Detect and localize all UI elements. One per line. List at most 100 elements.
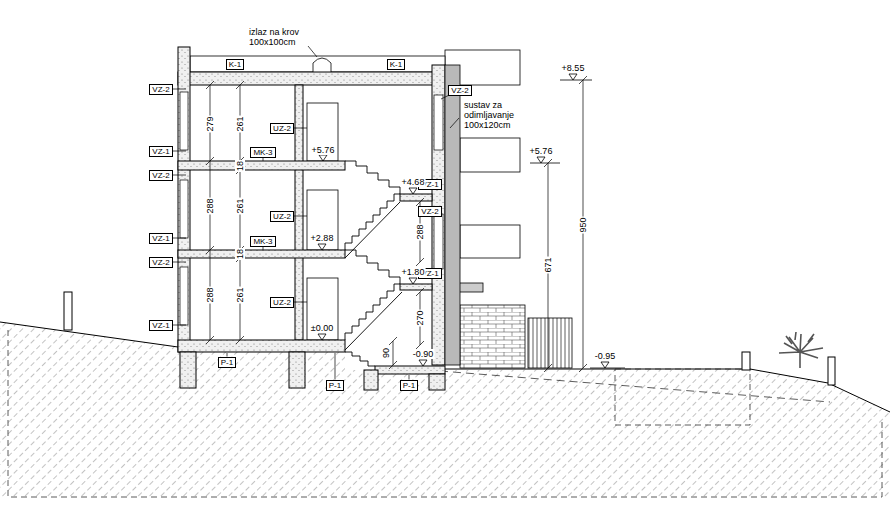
window <box>434 214 443 269</box>
note-label: sustav za odimljavanje 100x120cm <box>463 100 527 130</box>
door <box>307 278 338 340</box>
gate <box>528 318 572 368</box>
tag-box: P-1 <box>326 380 344 391</box>
tag-box: UZ-2 <box>270 211 294 222</box>
tag-text: MK-3 <box>253 148 272 157</box>
stair-flight <box>345 194 400 258</box>
foundation <box>180 352 196 388</box>
foundation <box>429 374 445 390</box>
palm-plant <box>779 332 823 368</box>
leader-line <box>335 353 336 380</box>
tag-box: VZ-2 <box>149 84 172 95</box>
level-text: +1.80 <box>401 267 426 277</box>
leader-line <box>294 216 307 217</box>
dimension-text: 288 <box>205 286 215 303</box>
tag-text: UZ-2 <box>273 124 291 133</box>
tag-box: UZ-2 <box>270 123 294 134</box>
leader-line <box>308 46 459 128</box>
level-marker <box>318 74 625 368</box>
tag-text: VZ-1 <box>152 147 169 156</box>
dimension-line <box>236 81 244 344</box>
dimension-text: 261 <box>235 197 245 214</box>
floor-slab <box>375 366 445 374</box>
door <box>307 103 338 161</box>
tag-text: P-1 <box>403 381 415 390</box>
window <box>434 95 443 150</box>
leader-line <box>441 96 448 100</box>
outer-wall <box>178 47 190 352</box>
tag-text: UZ-2 <box>273 212 291 221</box>
landing-slab <box>400 284 432 290</box>
note-label: izlaz na krov 100x100cm <box>248 27 320 47</box>
tag-box: MK-3 <box>250 147 275 158</box>
dimension-line <box>206 81 214 344</box>
dimension-text: 288 <box>415 223 425 240</box>
tag-text: K-1 <box>229 60 241 69</box>
underground-tank <box>615 369 750 425</box>
stair-flight <box>345 352 375 366</box>
roof-attic <box>190 56 445 72</box>
tag-box: MK-3 <box>250 236 275 247</box>
roof-hatch <box>313 58 331 72</box>
leader-line <box>294 302 307 303</box>
dimension-text: 671 <box>543 256 553 273</box>
tag-text: UZ-2 <box>273 298 291 307</box>
leader-line <box>173 151 186 152</box>
leader-line <box>263 247 264 251</box>
door <box>307 190 338 250</box>
leader-line <box>173 89 186 90</box>
leader-line <box>173 262 186 263</box>
tag-box: P-1 <box>400 380 418 391</box>
tag-text: VZ-2 <box>152 258 169 267</box>
dimension-text: 18 <box>235 160 245 172</box>
tag-text: VZ-1 <box>152 234 169 243</box>
tag-box: K-1 <box>226 59 244 70</box>
balcony-volume <box>460 138 520 172</box>
tag-box: UZ-2 <box>270 297 294 308</box>
leader-line <box>173 238 186 239</box>
tag-box: VZ-2 <box>149 257 172 268</box>
level-text: +5.76 <box>529 146 554 156</box>
level-text: ±0.00 <box>310 323 334 333</box>
stair-flight <box>345 250 400 284</box>
original-terrain <box>440 371 830 402</box>
tag-text: K-1 <box>390 60 402 69</box>
tag-box: P-1 <box>218 357 236 368</box>
tag-text: P-1 <box>329 381 341 390</box>
leader-line <box>173 175 186 176</box>
tag-text: VZ-1 <box>152 321 169 330</box>
dimension-text: 18 <box>235 248 245 260</box>
level-text: +8.55 <box>561 63 586 73</box>
level-text: -0.95 <box>594 351 617 361</box>
tag-text: VZ-2 <box>451 86 468 95</box>
tag-box: VZ-1 <box>149 233 172 244</box>
tag-text: MK-3 <box>253 237 272 246</box>
tag-text: P-1 <box>221 358 233 367</box>
dimension-text: 950 <box>578 216 588 233</box>
level-text: -0.90 <box>412 349 435 359</box>
balcony-volume <box>460 225 520 258</box>
floor-slab <box>178 161 345 170</box>
stone-wall <box>460 305 525 368</box>
window <box>180 180 188 238</box>
foundation <box>364 370 378 390</box>
foundation <box>289 352 305 388</box>
tag-box: VZ-1 <box>149 320 172 331</box>
floor-slab <box>178 250 345 258</box>
dimension-text: 261 <box>235 286 245 303</box>
tag-box: VZ-1 <box>149 146 172 157</box>
fence-post <box>742 352 750 370</box>
leader-line <box>263 158 264 162</box>
tag-text: VZ-2 <box>421 207 438 216</box>
tag-box: VZ-2 <box>149 170 172 181</box>
tag-box: VZ-2 <box>448 85 471 96</box>
tag-box: K-1 <box>387 59 405 70</box>
dimension-text: 90 <box>381 347 391 359</box>
dimension-line <box>416 288 424 349</box>
leader-line <box>173 325 186 326</box>
fence-post <box>64 292 72 330</box>
dimension-text: 279 <box>205 115 215 132</box>
